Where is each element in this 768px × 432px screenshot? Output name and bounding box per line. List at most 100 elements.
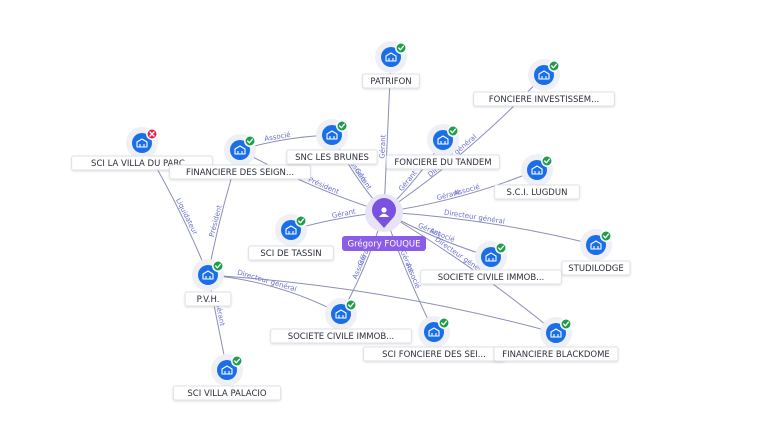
company-label-box — [169, 164, 311, 180]
check-badge-icon — [447, 125, 459, 137]
company-name: FINANCIERE BLACKDOME — [502, 350, 610, 360]
building-icon — [221, 365, 233, 375]
node-disc — [381, 47, 401, 67]
company-name: FONCIERE DU TANDEM — [394, 158, 491, 168]
check-badge-icon — [560, 318, 572, 330]
building-icon — [428, 327, 440, 337]
person-node[interactable]: Grégory FOUQUE — [342, 194, 426, 251]
building-icon — [437, 135, 449, 145]
company-node[interactable]: PATRIFON — [362, 41, 420, 89]
node-disc — [198, 265, 218, 285]
company-label-box — [493, 346, 619, 362]
relation-label: Président — [208, 204, 224, 238]
company-name: SOCIETE CIVILE IMMOB... — [438, 273, 545, 283]
nodes-layer: PATRIFON FONCIERE INVESTISSEM... SCI LA VI… — [71, 41, 631, 401]
company-node[interactable]: S.C.I. LUGDUN — [494, 154, 580, 200]
company-name: FINANCIERE DES SEIGN... — [186, 168, 294, 178]
node-disc — [546, 323, 566, 343]
company-label-box — [473, 91, 615, 107]
relation-label: Associé — [404, 262, 422, 290]
node-disc — [281, 220, 301, 240]
company-name: SCI VILLA PALACIO — [187, 389, 266, 399]
check-badge-icon — [212, 260, 224, 272]
company-label-box — [420, 269, 562, 285]
building-icon — [335, 309, 347, 319]
node-disc — [534, 65, 554, 85]
node-disc — [217, 360, 237, 380]
company-node[interactable]: FONCIERE DU TANDEM — [386, 124, 500, 170]
company-label-box — [286, 149, 378, 165]
company-node[interactable]: SOCIETE CIVILE IMMOB... — [420, 241, 562, 285]
node-disc — [481, 247, 501, 267]
relation-label: Associé — [351, 253, 369, 280]
node-disc — [586, 235, 606, 255]
relation-edge — [383, 211, 557, 334]
company-name: S.C.I. LUGDUN — [507, 188, 568, 198]
company-node[interactable]: SNC LES BRUNES — [286, 119, 378, 165]
building-icon — [485, 252, 497, 262]
check-badge-icon — [495, 242, 507, 254]
company-node[interactable]: FINANCIERE BLACKDOME — [493, 317, 619, 362]
check-badge-icon — [336, 120, 348, 132]
company-node[interactable]: SCI LA VILLA DU PARC... — [71, 127, 213, 171]
company-node[interactable]: SCI FONCIERE DES SEI... — [363, 316, 505, 362]
building-icon — [590, 240, 602, 250]
check-badge-icon — [438, 317, 450, 329]
check-badge-icon — [295, 215, 307, 227]
node-disc — [132, 133, 152, 153]
node-disc — [433, 130, 453, 150]
check-badge-icon — [395, 42, 407, 54]
company-name: SCI LA VILLA DU PARC... — [91, 159, 193, 169]
person-name-tag — [342, 236, 426, 251]
closed-status-icon — [146, 128, 158, 140]
check-badge-icon — [345, 299, 357, 311]
person-pin — [372, 198, 396, 228]
company-name: STUDILODGE — [568, 264, 624, 274]
node-disc — [424, 322, 444, 342]
building-icon — [234, 145, 246, 155]
company-name: SCI DE TASSIN — [260, 249, 321, 259]
relation-edge — [207, 274, 557, 334]
relation-label: Associé — [453, 183, 481, 198]
person-name: Grégory FOUQUE — [347, 239, 420, 250]
building-icon — [385, 52, 397, 62]
building-icon — [136, 138, 148, 148]
relation-edge — [383, 211, 597, 246]
company-node[interactable]: SOCIETE CIVILE IMMOB... — [270, 298, 412, 344]
company-node[interactable]: STUDILODGE — [561, 229, 631, 276]
person-icon — [379, 207, 389, 217]
check-badge-icon — [244, 135, 256, 147]
building-icon — [202, 270, 214, 280]
company-name: PATRIFON — [370, 77, 411, 87]
relation-label: Gérant — [378, 134, 387, 159]
relation-label: Directeur général — [236, 269, 297, 294]
company-node[interactable]: FINANCIERE DES SEIGN... — [169, 134, 311, 180]
relation-label: Directeur général — [443, 208, 505, 225]
company-label-box — [494, 184, 580, 200]
company-label-box — [362, 73, 420, 89]
company-name: SOCIETE CIVILE IMMOB... — [288, 332, 395, 342]
building-icon — [538, 70, 550, 80]
building-icon — [285, 225, 297, 235]
check-badge-icon — [548, 60, 560, 72]
company-label-box — [270, 328, 412, 344]
company-node[interactable]: SCI VILLA PALACIO — [172, 354, 282, 401]
company-node[interactable]: FONCIERE INVESTISSEM... — [473, 59, 615, 107]
check-badge-icon — [231, 355, 243, 367]
company-label-box — [172, 385, 282, 401]
relation-label: Président — [307, 176, 340, 196]
relation-label: Liquidateur — [174, 197, 199, 236]
node-disc — [230, 140, 250, 160]
building-icon — [531, 165, 543, 175]
company-node[interactable]: SCI DE TASSIN — [248, 214, 334, 261]
company-label-box — [386, 154, 500, 170]
company-label-box — [248, 245, 334, 261]
company-node[interactable]: P.V.H. — [184, 259, 232, 307]
company-name: SNC LES BRUNES — [295, 153, 369, 163]
check-badge-icon — [541, 155, 553, 167]
node-disc — [322, 125, 342, 145]
company-name: P.V.H. — [197, 295, 220, 305]
company-label-box — [184, 291, 232, 307]
company-name: FONCIERE INVESTISSEM... — [489, 95, 599, 105]
